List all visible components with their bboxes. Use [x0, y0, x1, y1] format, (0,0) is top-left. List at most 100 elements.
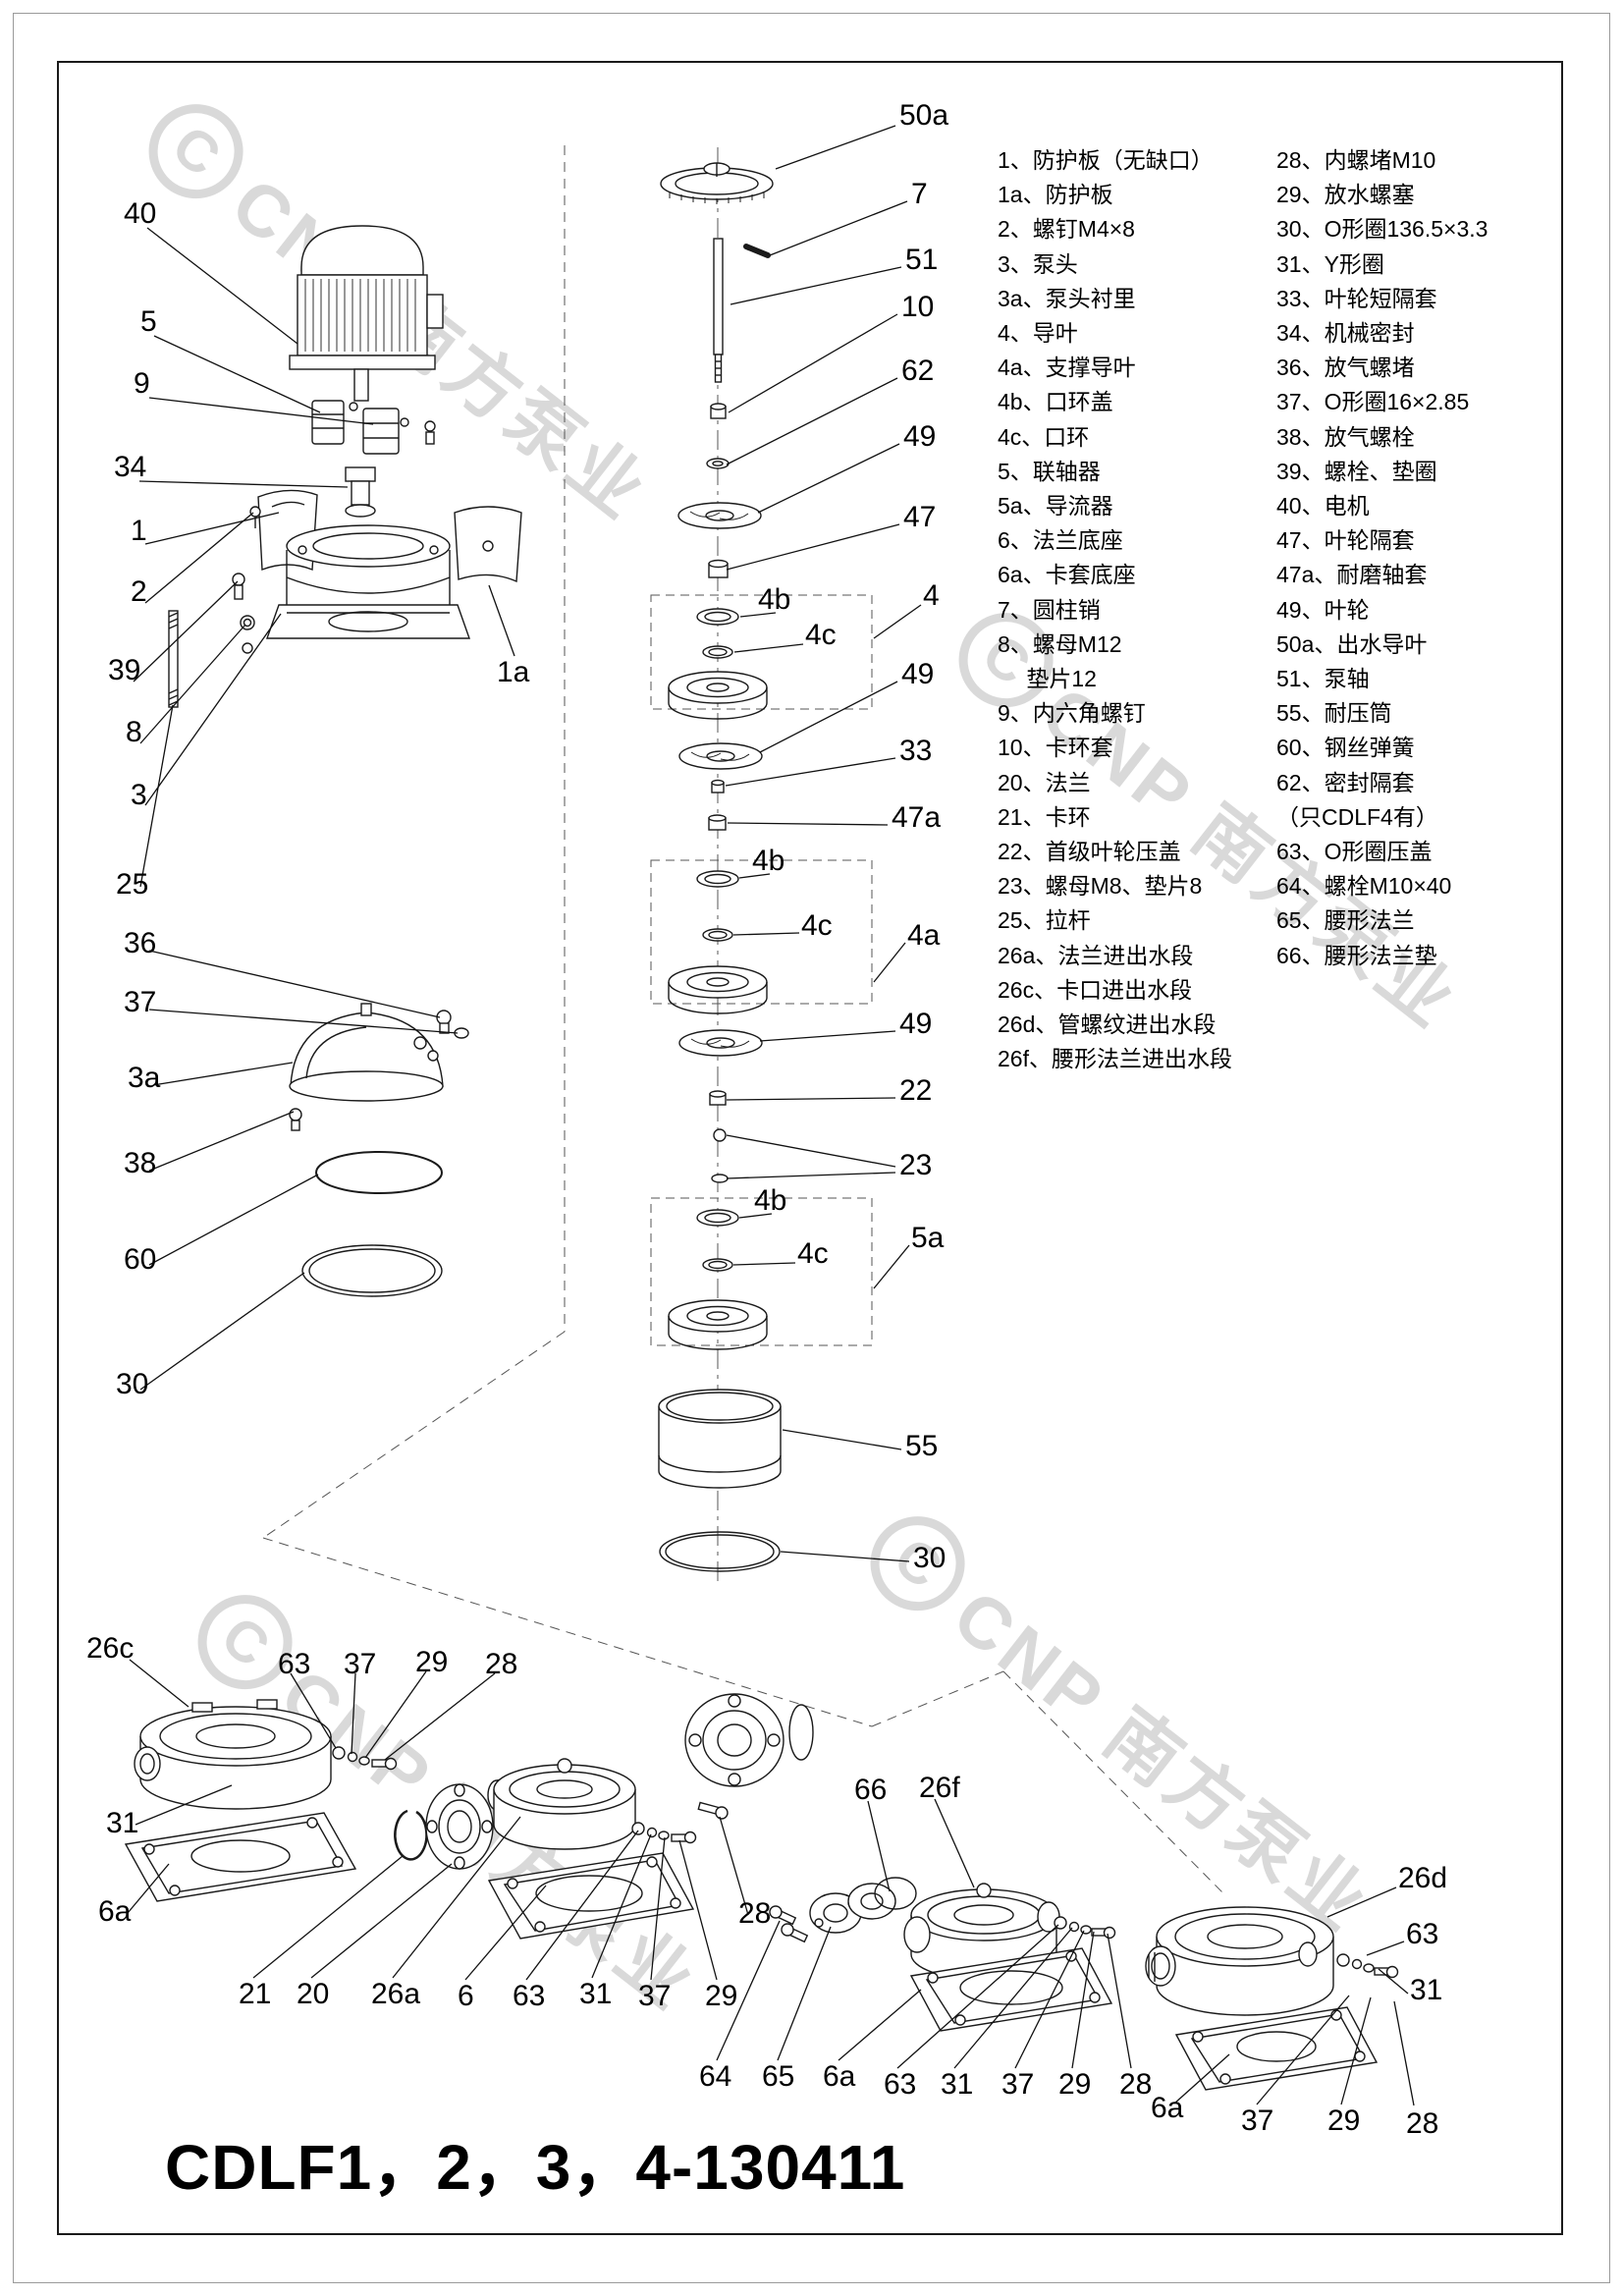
short-spacer-part [711, 779, 725, 793]
ring-cover-part [696, 1209, 739, 1227]
parts-list-entry: 33、叶轮短隔套 [1276, 285, 1437, 311]
ring-cover-part [696, 870, 739, 888]
parts-list-entry: 1a、防护板 [998, 182, 1113, 208]
waist-flange-parts [769, 1877, 917, 1943]
parts-list-entry: 49、叶轮 [1276, 596, 1370, 623]
parts-list-entry: 23、螺母M8、垫片8 [998, 873, 1203, 900]
callout-36: 36 [124, 927, 157, 959]
callout-10: 10 [901, 291, 935, 323]
parts-list-entry: 20、法兰 [998, 769, 1091, 795]
callout-6a: 6a [98, 1895, 132, 1928]
diffuser-part [668, 671, 768, 720]
base-6 [487, 1852, 695, 1940]
parts-list-entry: 36、放气螺堵 [1276, 355, 1415, 381]
parts-list-entry: 1、防护板（无缺口） [998, 147, 1214, 173]
callout-38: 38 [124, 1147, 157, 1179]
drawing-frame [57, 61, 1563, 2235]
parts-list-entry: 55、耐压筒 [1276, 700, 1392, 727]
callout-30: 30 [913, 1542, 947, 1574]
callout-37: 37 [344, 1648, 377, 1680]
parts-list-entry: 3、泵头 [998, 250, 1078, 277]
callout-47: 47 [903, 501, 937, 533]
callout-20: 20 [297, 1978, 330, 2010]
parts-list-entry: 47、叶轮隔套 [1276, 527, 1415, 554]
pressure-cylinder-part [658, 1389, 782, 1489]
inlet-outlet-26a [487, 1758, 729, 1850]
parts-list-entry: 5a、导流器 [998, 493, 1113, 519]
callout-21: 21 [239, 1978, 272, 2010]
callout-26d: 26d [1398, 1862, 1448, 1894]
base-6a-1 [124, 1812, 357, 1902]
callout-6a: 6a [823, 2060, 856, 2093]
callout-28: 28 [485, 1648, 518, 1680]
callout-4: 4 [923, 579, 940, 612]
callout-4b: 4b [758, 583, 791, 616]
callout-8: 8 [126, 716, 142, 748]
parts-list-entry: 62、密封隔套 [1276, 769, 1415, 795]
snap-sleeve-part [710, 403, 727, 419]
wear-sleeve-part [708, 814, 727, 831]
parts-list-entry: 8、螺母M12 [998, 630, 1122, 657]
parts-list-entry: 22、首级叶轮压盖 [998, 839, 1181, 865]
callout-63: 63 [278, 1648, 311, 1680]
drawing-title: CDLF1，2，3，4-130411 [165, 2132, 906, 2203]
parts-list-entry: 26f、腰形法兰进出水段 [998, 1046, 1232, 1072]
parts-list-entry: 28、内螺堵M10 [1276, 147, 1436, 173]
parts-list-entry: 4b、口环盖 [998, 389, 1113, 415]
base-6a-2 [909, 1947, 1113, 2032]
vent-plug-parts [436, 1010, 469, 1039]
callout-26c: 26c [86, 1632, 135, 1665]
callout-47a: 47a [892, 801, 942, 834]
parts-list-entry: 37、O形圈16×2.85 [1276, 389, 1470, 415]
oring-30-left [301, 1244, 443, 1297]
flange-face-26a [684, 1693, 814, 1787]
parts-list-entry: 26a、法兰进出水段 [998, 942, 1194, 968]
impeller-part [678, 742, 763, 770]
impeller-part [678, 1029, 763, 1057]
parts-list-entry: 4c、口环 [998, 423, 1090, 450]
callout-49: 49 [899, 1008, 933, 1040]
parts-list-entry: 9、内六角螺钉 [998, 700, 1146, 727]
callout-64: 64 [699, 2060, 732, 2093]
callout-39: 39 [108, 654, 141, 686]
flow-guide-part [668, 1299, 768, 1350]
pin-part [743, 244, 771, 258]
parts-list-entry: 25、拉杆 [998, 907, 1091, 934]
callout-31: 31 [941, 2068, 974, 2101]
motor-part [289, 225, 444, 402]
parts-list-entry: 65、腰形法兰 [1276, 907, 1415, 934]
parts-list-entry: 30、O形圈136.5×3.3 [1276, 216, 1488, 243]
callout-37: 37 [124, 986, 157, 1018]
parts-list-entry: 4、导叶 [998, 320, 1078, 347]
construction-lines [262, 145, 1224, 1894]
parts-list-entry: 63、O形圈压盖 [1276, 839, 1433, 865]
callout-4b: 4b [754, 1184, 787, 1217]
parts-list-entry: 40、电机 [1276, 493, 1370, 519]
sheet-outer-border [13, 13, 1610, 2283]
callout-4a: 4a [907, 919, 941, 952]
callout-29: 29 [705, 1980, 738, 2012]
parts-list-entry: 26d、管螺纹进出水段 [998, 1011, 1217, 1038]
callout-26a: 26a [371, 1978, 421, 2010]
parts-list-entry: 60、钢丝弹簧 [1276, 735, 1415, 761]
parts-list-entry: 2、螺钉M4×8 [998, 216, 1135, 243]
callout-1: 1 [131, 515, 147, 547]
callout-63: 63 [1406, 1918, 1439, 1950]
parts-list-entry: 31、Y形圈 [1276, 250, 1384, 277]
wear-ring-part [702, 928, 733, 942]
snap-ring-21 [394, 1809, 428, 1861]
callout-29: 29 [415, 1646, 449, 1678]
callout-40: 40 [124, 197, 157, 230]
callout-9: 9 [134, 367, 150, 400]
impeller-gland-part [709, 1090, 727, 1106]
parts-list-entry: 50a、出水导叶 [1276, 630, 1428, 657]
callout-49: 49 [903, 420, 937, 453]
callout-37: 37 [638, 1980, 672, 2012]
wear-ring-part [702, 1258, 733, 1272]
parts-list-entry: 7、圆柱销 [998, 596, 1101, 623]
parts-list-entry: 3a、泵头衬里 [998, 285, 1136, 311]
